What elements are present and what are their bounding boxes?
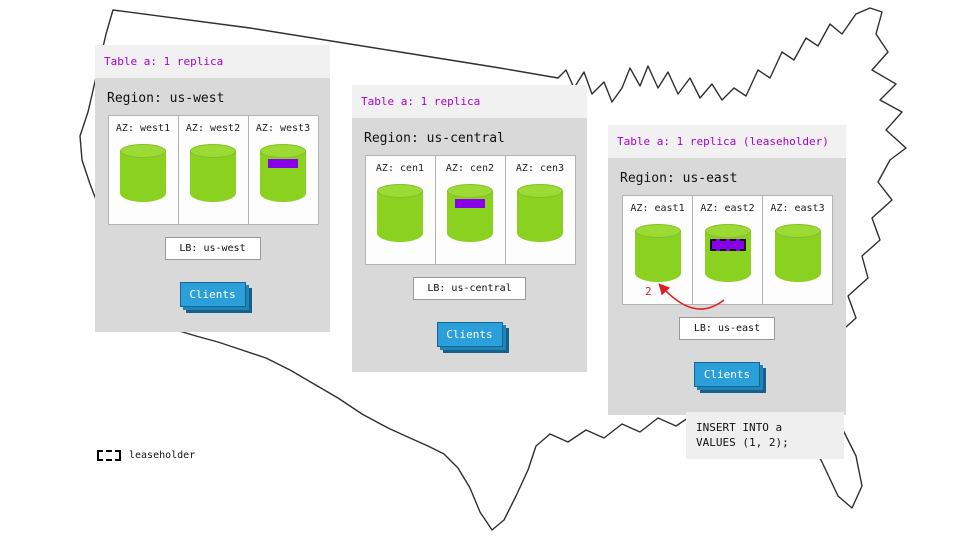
table-header-us-central: Table a: 1 replica <box>352 85 587 118</box>
insert-statement-note: INSERT INTO a VALUES (1, 2); <box>686 412 844 459</box>
region-title-us-west: Region: us-west <box>107 91 225 106</box>
az-label: AZ: west1 <box>115 123 171 134</box>
cylinder-body <box>120 151 166 202</box>
load-balancer-us-east: LB: us-east <box>679 317 775 340</box>
region-title-us-central: Region: us-central <box>364 131 505 146</box>
az-box-west3: AZ: west3 <box>247 115 319 225</box>
cylinder-top <box>190 144 236 158</box>
database-cylinder-icon <box>774 224 821 282</box>
table-header-us-west: Table a: 1 replica <box>95 45 330 78</box>
load-balancer-us-central: LB: us-central <box>413 277 526 300</box>
cylinder-body <box>190 151 236 202</box>
az-box-east2: AZ: east2 <box>692 195 763 305</box>
leaseholder-legend-swatch-icon <box>97 450 121 461</box>
az-label: AZ: east2 <box>700 203 755 214</box>
az-label: AZ: cen2 <box>445 163 495 174</box>
cylinder-top <box>120 144 166 158</box>
insert-statement-line2: VALUES (1, 2); <box>696 436 789 449</box>
az-label: AZ: west3 <box>255 123 311 134</box>
cylinder-top <box>634 224 681 238</box>
az-label: AZ: east1 <box>630 203 685 214</box>
cylinder-top <box>260 144 306 158</box>
cylinder-top <box>774 224 821 238</box>
cylinder-top <box>704 224 751 238</box>
cylinder-body <box>377 191 423 242</box>
az-box-east3: AZ: east3 <box>762 195 833 305</box>
leaseholder-legend-label: leaseholder <box>129 450 196 461</box>
region-panel-us-central: Table a: 1 replica Region: us-central AZ… <box>352 85 587 372</box>
cylinder-top <box>447 184 493 198</box>
database-cylinder-icon <box>634 224 681 282</box>
az-label: AZ: east3 <box>770 203 825 214</box>
region-title-us-east: Region: us-east <box>620 171 738 186</box>
leaseholder-replica-marker <box>709 239 746 251</box>
table-replica-label: Table a: 1 replica <box>104 55 224 68</box>
database-cylinder-icon <box>517 184 563 242</box>
database-cylinder-icon <box>190 144 236 202</box>
database-cylinder-icon <box>120 144 166 202</box>
cylinder-top <box>517 184 563 198</box>
clients-button-us-east[interactable]: Clients <box>694 362 760 387</box>
region-panel-us-west: Table a: 1 replica Region: us-west AZ: w… <box>95 45 330 332</box>
table-replica-leaseholder-label: Table a: 1 replica (leaseholder) <box>617 135 829 148</box>
az-row-us-west: AZ: west1 AZ: west2 AZ: west3 <box>95 115 330 225</box>
az-box-cen2: AZ: cen2 <box>434 155 506 265</box>
az-label: AZ: cen1 <box>375 163 425 174</box>
table-replica-label: Table a: 1 replica <box>361 95 481 108</box>
clients-button-us-central[interactable]: Clients <box>436 322 503 347</box>
az-label: AZ: cen3 <box>515 163 565 174</box>
legend: leaseholder <box>97 450 195 461</box>
database-cylinder-icon <box>447 184 493 242</box>
clients-button-us-west[interactable]: Clients <box>179 282 246 307</box>
cylinder-body <box>634 231 681 282</box>
replica-marker <box>455 199 485 208</box>
cylinder-body <box>517 191 563 242</box>
az-row-us-central: AZ: cen1 AZ: cen2 AZ: cen3 <box>352 155 587 265</box>
az-row-us-east: AZ: east1 AZ: east2 AZ: east3 <box>608 195 846 305</box>
database-cylinder-icon <box>704 224 751 282</box>
az-label: AZ: west2 <box>185 123 241 134</box>
insert-statement-line1: INSERT INTO a <box>696 421 783 434</box>
az-box-cen1: AZ: cen1 <box>364 155 436 265</box>
load-balancer-us-west: LB: us-west <box>164 237 261 260</box>
az-box-west1: AZ: west1 <box>107 115 179 225</box>
region-panel-us-east: Table a: 1 replica (leaseholder) Region:… <box>608 125 846 415</box>
cylinder-body <box>774 231 821 282</box>
database-cylinder-icon <box>377 184 423 242</box>
replica-marker <box>268 159 298 168</box>
az-box-east1: AZ: east1 <box>622 195 693 305</box>
write-value-annotation: 2 <box>645 285 652 298</box>
table-header-us-east: Table a: 1 replica (leaseholder) <box>608 125 846 158</box>
az-box-west2: AZ: west2 <box>177 115 249 225</box>
az-box-cen3: AZ: cen3 <box>504 155 576 265</box>
database-cylinder-icon <box>260 144 306 202</box>
cylinder-top <box>377 184 423 198</box>
